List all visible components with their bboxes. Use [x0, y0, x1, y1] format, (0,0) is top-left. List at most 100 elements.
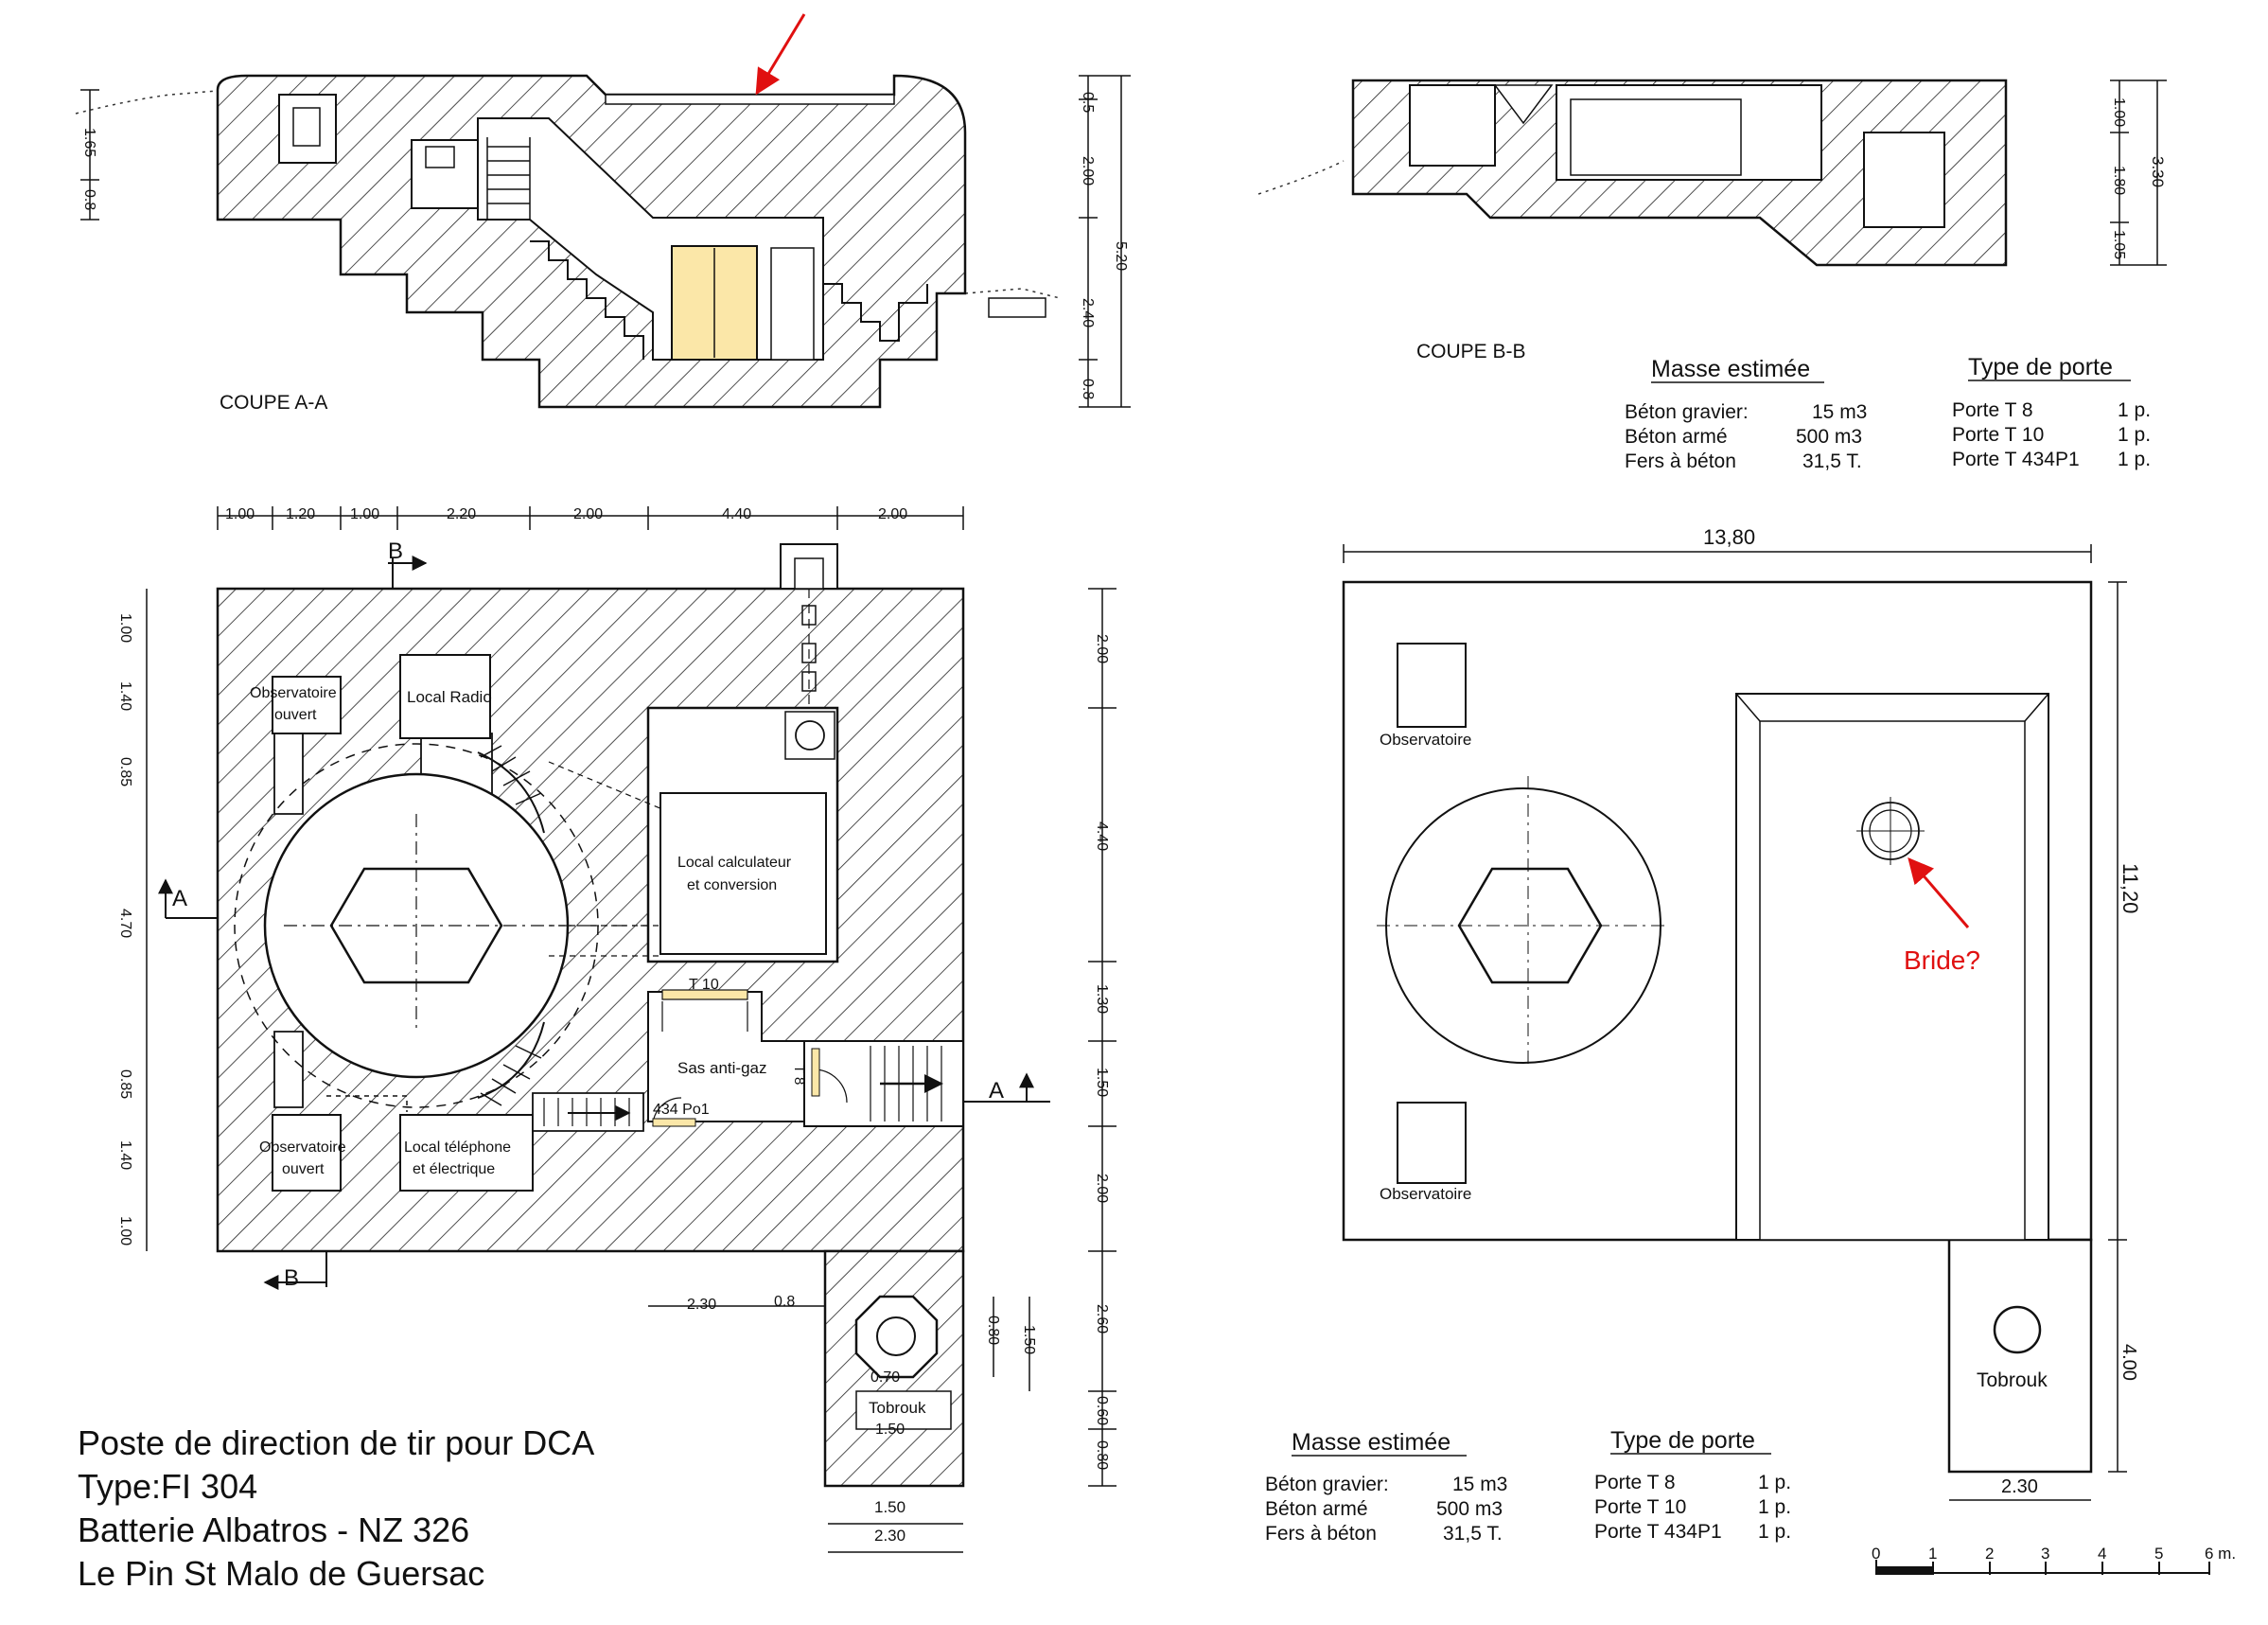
porte-label: Porte T 434P1 — [1952, 449, 2080, 470]
roof-plan — [1342, 544, 2127, 1501]
dim-text: 1.40 — [117, 1140, 133, 1170]
door-label: T 10 — [689, 977, 719, 993]
roof-tobrouk-label: Tobrouk — [1977, 1369, 2048, 1391]
dim-text: 1.00 — [117, 1216, 133, 1245]
coupe-aa-dims: 0.5 2.00 2.40 0.8 5.20 1.65 0.8 — [81, 92, 1129, 399]
dim-text: 1.00 — [350, 506, 379, 522]
scale-tick: 5 — [2154, 1545, 2163, 1563]
coupe-aa-label: COUPE A-A — [220, 392, 327, 414]
dim-text: 1.50 — [875, 1422, 905, 1438]
roof-tobrouk-width-dim: 2.30 — [2001, 1476, 2038, 1497]
section-marker-b-bottom: B — [284, 1265, 299, 1291]
title-block: Poste de direction de tir pour DCA Type:… — [78, 1422, 594, 1596]
dim-text: 2.20 — [447, 506, 476, 522]
floor-plan — [146, 506, 1116, 1553]
dim-text: 4.70 — [117, 909, 133, 938]
masse-table-bottom: Masse estimée Béton gravier: 15 m3 Béton… — [1265, 1429, 1507, 1545]
dim-text: 0.8 — [81, 189, 97, 210]
masse-label: Béton armé — [1265, 1498, 1368, 1520]
masse-label: Béton gravier: — [1625, 401, 1749, 423]
porte-value: 1 p. — [2118, 449, 2151, 470]
title-line: Poste de direction de tir pour DCA — [78, 1423, 595, 1462]
masse-heading: Masse estimée — [1292, 1429, 1450, 1456]
porte-label: Porte T 10 — [1952, 424, 2044, 446]
dim-text: 5.20 — [1113, 241, 1129, 271]
title-line: Le Pin St Malo de Guersac — [78, 1554, 485, 1593]
masse-value: 15 m3 — [1812, 401, 1867, 423]
porte-table-bottom: Type de porte Porte T 8 1 p. Porte T 10 … — [1594, 1427, 1791, 1543]
masse-label: Fers à béton — [1265, 1523, 1377, 1545]
porte-value: 1 p. — [2118, 399, 2151, 421]
room-label: et électrique — [413, 1161, 495, 1177]
porte-value: 1 p. — [1758, 1496, 1791, 1518]
dim-text: 0.8 — [774, 1294, 795, 1310]
room-label: Local téléphone — [404, 1139, 511, 1156]
dim-text: 4.40 — [1094, 821, 1110, 851]
room-label: Observatoire — [250, 685, 337, 701]
title-line: Batterie Albatros - NZ 326 — [78, 1510, 470, 1549]
room-label: Local Radio — [407, 688, 492, 706]
porte-label: Porte T 8 — [1952, 399, 2033, 421]
title-line: Type:FI 304 — [78, 1467, 258, 1506]
room-label: Observatoire — [259, 1139, 346, 1156]
masse-label: Béton armé — [1625, 426, 1728, 448]
roof-plan-labels: 13,80 11,20 4.00 2.30 Observatoire Obser… — [1380, 525, 2142, 1497]
dim-text: 0.8 — [1080, 379, 1096, 399]
section-marker-a-right: A — [989, 1078, 1004, 1104]
roof-height-dim: 11,20 — [2119, 863, 2142, 913]
dim-text: 0.5 — [1080, 92, 1096, 113]
coupe-bb-section — [1257, 79, 2167, 267]
porte-label: Porte T 8 — [1594, 1472, 1676, 1493]
dim-text: 1.65 — [81, 128, 97, 157]
dim-text: 4.40 — [722, 506, 751, 522]
porte-heading: Type de porte — [1968, 354, 2113, 380]
dim-text: 1.00 — [225, 506, 255, 522]
masse-heading: Masse estimée — [1651, 356, 1810, 382]
porte-value: 1 p. — [1758, 1472, 1791, 1493]
dim-text: 1.50 — [1094, 1068, 1110, 1097]
dim-text: 3.30 — [2149, 156, 2167, 187]
observatoire-label: Observatoire — [1380, 731, 1471, 749]
dim-text: 2.40 — [1080, 298, 1096, 327]
floor-plan-left-dims: 1.00 1.40 0.85 4.70 0.85 1.40 1.00 — [117, 613, 133, 1245]
dim-text: 0.70 — [870, 1369, 900, 1386]
room-label: Local calculateur — [677, 855, 792, 871]
room-label: ouvert — [282, 1161, 325, 1177]
masse-table-top: Masse estimée Béton gravier: 15 m3 Béton… — [1625, 356, 1867, 472]
room-label: Sas anti-gaz — [677, 1059, 767, 1077]
dim-text: 1.30 — [1094, 984, 1110, 1014]
porte-heading: Type de porte — [1610, 1427, 1755, 1454]
coupe-bb-dims: 1.00 1.80 1.05 3.30 — [2111, 97, 2167, 259]
masse-value: 500 m3 — [1796, 426, 1862, 448]
coupe-bb-label: COUPE B-B — [1416, 341, 1526, 362]
scale-tick: 1 — [1928, 1545, 1937, 1563]
door-label: T 8 — [791, 1065, 807, 1085]
dim-text: 1.80 — [2111, 166, 2127, 195]
dim-text: 1.00 — [2111, 97, 2127, 127]
section-marker-a-left: A — [172, 886, 187, 911]
masse-value: 500 m3 — [1436, 1498, 1503, 1520]
bride-annotation: Bride? — [1904, 945, 1980, 975]
dim-text: 1.40 — [117, 681, 133, 711]
roof-width-dim: 13,80 — [1703, 525, 1755, 549]
tobrouk-label: Tobrouk — [869, 1399, 926, 1417]
dim-text: 1.00 — [117, 613, 133, 643]
roof-tobrouk-height-dim: 4.00 — [2119, 1344, 2139, 1381]
dim-text: 2.00 — [878, 506, 907, 522]
dim-text: 0.60 — [1094, 1396, 1110, 1425]
dim-text: 2.00 — [1080, 156, 1096, 185]
dim-text: 1.05 — [2111, 230, 2127, 259]
observatoire-label: Observatoire — [1380, 1185, 1471, 1203]
scale-tick: 6 m. — [2205, 1545, 2236, 1563]
dim-text: 2.30 — [687, 1297, 716, 1313]
dim-text: 2.00 — [573, 506, 603, 522]
dim-text: 0.85 — [117, 1069, 133, 1099]
floor-plan-labels: Observatoire ouvert Local Radio Local ca… — [172, 539, 1004, 1417]
scale-tick: 3 — [2041, 1545, 2049, 1563]
masse-value: 31,5 T. — [1443, 1523, 1503, 1545]
dim-text: 1.20 — [286, 506, 315, 522]
dim-text: 2.60 — [1094, 1304, 1110, 1334]
masse-value: 15 m3 — [1452, 1474, 1507, 1495]
dim-text: 1.50 — [874, 1498, 905, 1516]
